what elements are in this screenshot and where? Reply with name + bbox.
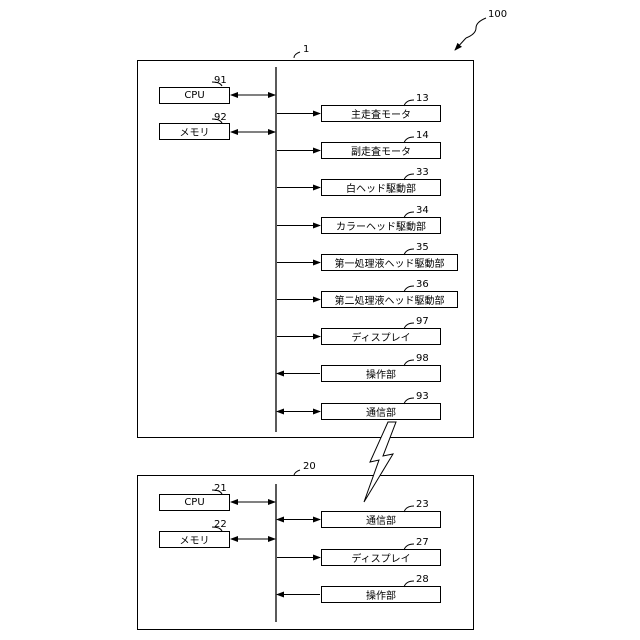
device1-memory-leader <box>212 119 222 123</box>
device2-cpu-leader <box>212 490 222 494</box>
system-ref-leader <box>466 18 486 38</box>
wireless-link-icon <box>364 422 396 502</box>
device1-component-ref-leader <box>404 137 414 143</box>
device1-component-ref-leader <box>404 100 414 106</box>
device1-component-ref-leader <box>404 174 414 180</box>
device2-component-ref-leader <box>404 506 414 512</box>
device1-component-ref-leader <box>404 286 414 292</box>
device1-component-ref-leader <box>404 360 414 366</box>
device2-ref-leader <box>294 470 300 476</box>
device1-ref-leader <box>294 52 300 58</box>
device2-component-ref-leader <box>404 544 414 550</box>
system-ref-arrow <box>455 38 466 50</box>
device1-cpu-leader <box>212 82 222 86</box>
device1-component-ref-leader <box>404 249 414 255</box>
device2-memory-leader <box>212 527 222 531</box>
device2-component-ref-leader <box>404 581 414 587</box>
device1-component-ref-leader <box>404 323 414 329</box>
device1-component-ref-leader <box>404 212 414 218</box>
device1-component-ref-leader <box>404 398 414 404</box>
